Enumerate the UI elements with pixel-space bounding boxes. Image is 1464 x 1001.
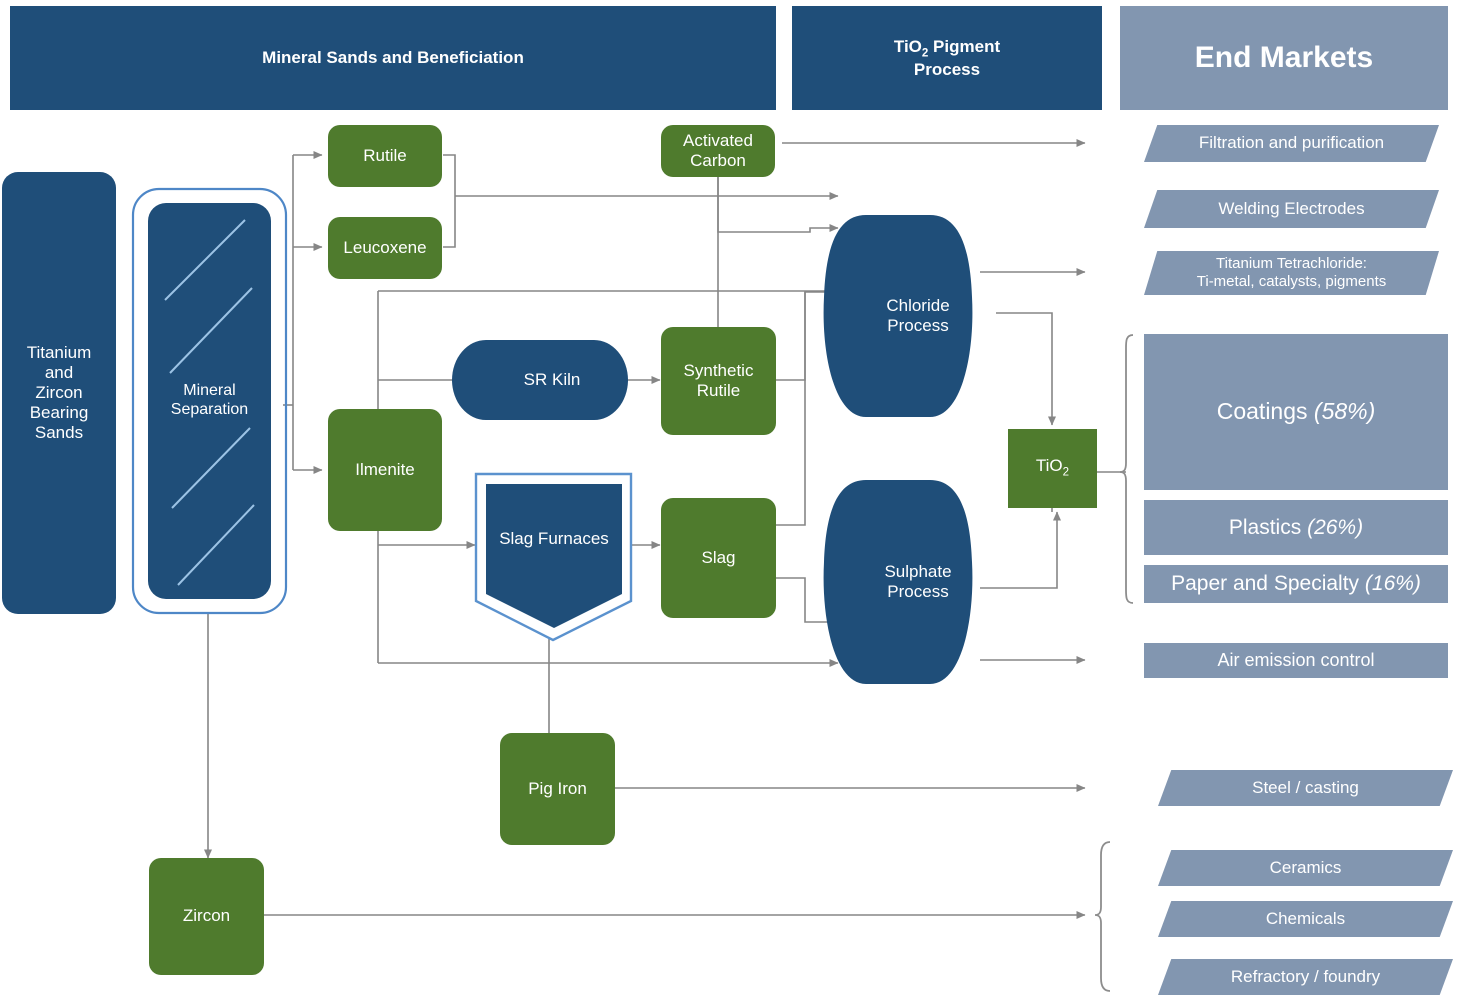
node-leucoxene-label: Leucoxene [343, 237, 427, 257]
market-chemicals[interactable]: Chemicals [1158, 901, 1453, 937]
market-coatings-label: Coatings (58%) [1216, 398, 1376, 425]
market-ticl4-line1: Titanium Tetrachloride: [1216, 255, 1367, 272]
market-air-emission-label: Air emission control [1217, 649, 1375, 670]
market-filtration-and-purification[interactable]: Filtration and purification [1144, 125, 1439, 162]
market-chemicals-label: Chemicals [1265, 908, 1346, 928]
header-mineral-sands-label: Mineral Sands and Beneficiation [262, 48, 524, 68]
header-tio2-process: TiO2 Pigment Process [792, 6, 1102, 110]
market-welding-label: Welding Electrodes [1218, 198, 1365, 218]
node-leucoxene[interactable]: Leucoxene [328, 217, 442, 279]
node-tio2[interactable]: TiO2 [1008, 429, 1097, 508]
market-titanium-tetrachloride[interactable]: Titanium Tetrachloride: Ti-metal, cataly… [1144, 251, 1439, 295]
header-mineral-sands: Mineral Sands and Beneficiation [10, 6, 776, 110]
tio2-hdr-ti: TiO [893, 36, 922, 56]
market-paper-and-specialty[interactable]: Paper and Specialty (16%) [1144, 565, 1448, 603]
market-air-emission-control[interactable]: Air emission control [1144, 643, 1448, 678]
market-plastics-pct: (26%) [1307, 515, 1364, 539]
node-slag-furnaces[interactable]: Slag Furnaces [486, 484, 622, 594]
market-plastics[interactable]: Plastics (26%) [1144, 500, 1448, 555]
node-sr-kiln[interactable]: SR Kiln [484, 340, 620, 420]
header-tio2-process-label: TiO2 Pigment Process [894, 37, 1000, 79]
market-coatings-pct: (58%) [1313, 398, 1376, 425]
market-paper-label: Paper and Specialty (16%) [1171, 572, 1421, 596]
node-tio2-label: TiO2 [1035, 456, 1070, 479]
header-end-markets: End Markets [1120, 6, 1448, 110]
market-coatings[interactable]: Coatings (58%) [1144, 334, 1448, 490]
node-pig-iron-label: Pig Iron [528, 778, 587, 798]
node-slag-label: Slag [701, 547, 736, 567]
node-zircon-label: Zircon [182, 906, 231, 926]
market-ticl4-line2: Ti-metal, catalysts, pigments [1196, 273, 1387, 290]
node-zircon[interactable]: Zircon [149, 858, 264, 975]
node-ilmenite-label: Ilmenite [355, 459, 415, 479]
market-steel-label: Steel / casting [1252, 777, 1359, 797]
tio2-hdr-pigment: Pigment [928, 36, 1001, 56]
market-ceramics-label: Ceramics [1269, 857, 1342, 877]
market-ticl4-label: Titanium Tetrachloride: Ti-metal, cataly… [1197, 255, 1387, 291]
market-refractory-foundry[interactable]: Refractory / foundry [1158, 959, 1453, 995]
market-steel-casting[interactable]: Steel / casting [1158, 770, 1453, 806]
header-end-markets-label: End Markets [1194, 41, 1374, 75]
node-pig-iron[interactable]: Pig Iron [500, 733, 615, 845]
market-refractory-label: Refractory / foundry [1230, 966, 1381, 986]
node-feed-label: Titanium and Zircon Bearing Sands [26, 342, 92, 443]
market-paper-pct: (16%) [1364, 572, 1421, 596]
market-welding-electrodes[interactable]: Welding Electrodes [1144, 190, 1439, 228]
tio2-hdr-process: Process [913, 60, 981, 80]
market-filtration-label: Filtration and purification [1198, 133, 1385, 153]
node-titanium-zircon-bearing-sands[interactable]: Titanium and Zircon Bearing Sands [2, 172, 116, 614]
node-slag[interactable]: Slag [661, 498, 776, 618]
tio2-hdr-sub: 2 [921, 47, 929, 60]
market-plastics-label: Plastics (26%) [1228, 515, 1364, 539]
market-ceramics[interactable]: Ceramics [1158, 850, 1453, 886]
node-slag-furnaces-label: Slag Furnaces [499, 528, 609, 548]
node-rutile[interactable]: Rutile [328, 125, 442, 187]
node-rutile-label: Rutile [363, 145, 407, 165]
node-sr-kiln-label: SR Kiln [523, 369, 581, 389]
node-ilmenite[interactable]: Ilmenite [328, 409, 442, 531]
